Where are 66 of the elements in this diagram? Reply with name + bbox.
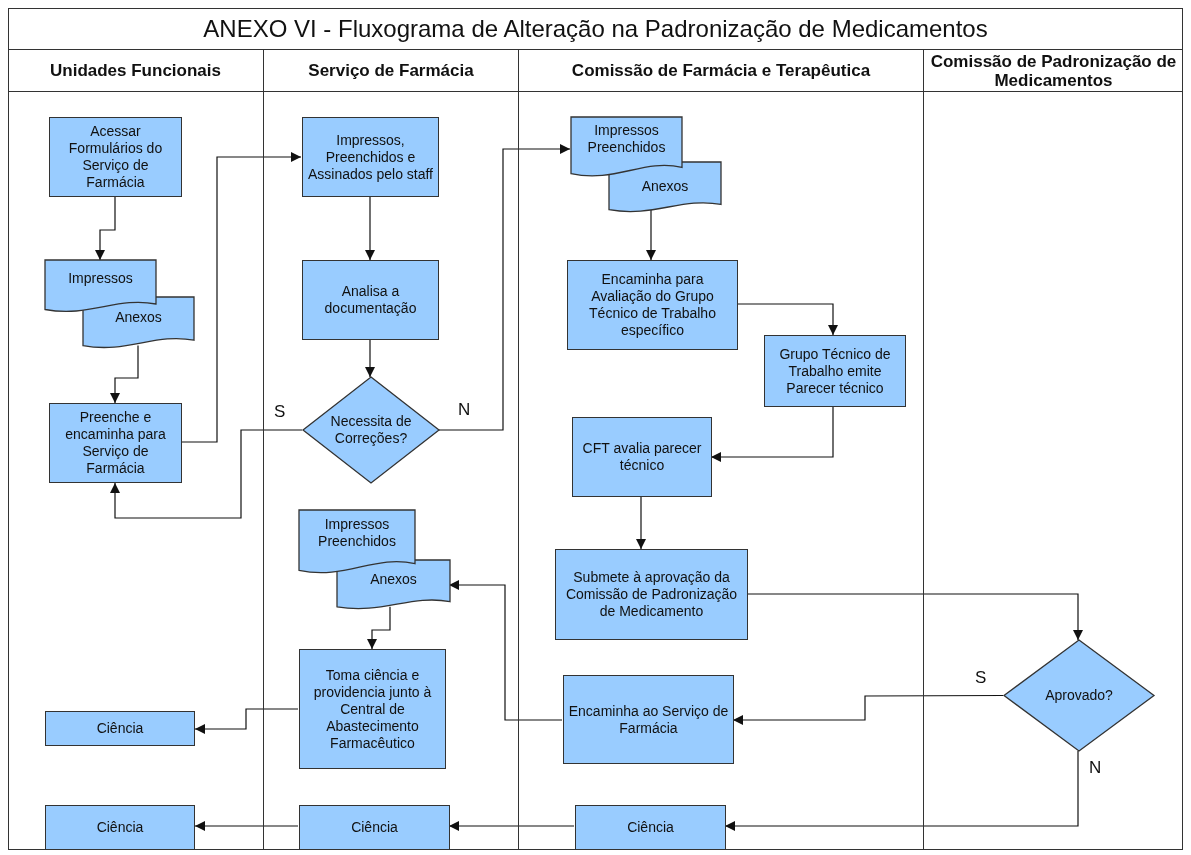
document-text: Anexos [640, 176, 690, 196]
arrow [181, 152, 302, 443]
box-text: Impressos, Preenchidos e Assinados pelo staff [306, 130, 434, 184]
process-box [302, 117, 439, 197]
process-box [563, 675, 734, 764]
decision-diamond [1004, 640, 1154, 751]
box-text: Ciência [95, 818, 145, 837]
box-text: CFT avalia parecer técnico [581, 439, 703, 475]
process-box [49, 403, 182, 483]
arrow [437, 144, 571, 431]
arrow [194, 708, 299, 734]
process-box [572, 417, 712, 497]
box-text: Encaminha para Avaliação do Grupo Técnico de Trabalho específico [588, 270, 717, 340]
box-text: Submete à aprovação da Comissão de Padronização de Medicamento [564, 568, 739, 621]
process-box [567, 260, 738, 350]
document-text: Impressos Preenchidos [586, 121, 667, 157]
decision-text: Necessita de Correções? [329, 412, 413, 448]
swimlane [263, 50, 518, 850]
arrow [646, 209, 656, 261]
arrow [732, 694, 1004, 725]
lane-header: Comissão de Farmácia e Terapêutica [519, 50, 923, 92]
box-text: Toma ciência e providencia junto à Central de Abastecimento Farmacêutico [312, 665, 433, 753]
arrow [367, 606, 391, 650]
process-box [764, 335, 906, 407]
arrow [724, 750, 1079, 831]
arrow [736, 303, 838, 336]
arrow [365, 196, 375, 261]
box-text: Encaminha ao Serviço de Farmácia [567, 701, 730, 738]
arrow [710, 406, 834, 462]
process-box [45, 805, 195, 850]
arrow [194, 821, 299, 831]
arrow [746, 593, 1083, 641]
box-text: Ciência [95, 719, 145, 738]
arrow [110, 345, 139, 404]
swimlane [923, 50, 1183, 850]
document-text: Anexos [369, 569, 418, 589]
box-text: Ciência [350, 818, 399, 837]
decision-text: Aprovado? [1044, 686, 1114, 705]
box-text: Analisa a documentação [323, 282, 418, 318]
arrow [110, 429, 303, 519]
process-box [45, 711, 195, 746]
process-box [49, 117, 182, 197]
arrow [95, 196, 116, 261]
box-text: Preenche e encaminha para Serviço de Farmácia [64, 408, 167, 478]
lane-header: Unidades Funcionais [8, 50, 263, 92]
document-text: Anexos [114, 307, 163, 327]
process-box [555, 549, 748, 640]
document-text: Impressos [67, 268, 134, 288]
process-box [299, 805, 450, 850]
process-box [575, 805, 726, 850]
document-text: Impressos Preenchidos [317, 515, 397, 551]
box-text: Ciência [626, 818, 675, 837]
arrow [365, 339, 375, 378]
document-shape [337, 560, 450, 612]
decision-diamond [303, 377, 439, 483]
box-text: Grupo Técnico de Trabalho emite Parecer técnico [778, 344, 892, 398]
process-box [299, 649, 446, 769]
lane-header: Serviço de Farmácia [264, 50, 518, 92]
arrow [448, 580, 563, 721]
lane-header: Comissão de Padronização de Medicamentos [924, 50, 1183, 92]
process-box [302, 260, 439, 340]
swimlane [518, 50, 923, 850]
document-shape [571, 117, 682, 180]
arrow [636, 496, 646, 550]
box-text: Acessar Formulários do Serviço de Farmácia [67, 122, 164, 192]
arrow [448, 821, 575, 831]
